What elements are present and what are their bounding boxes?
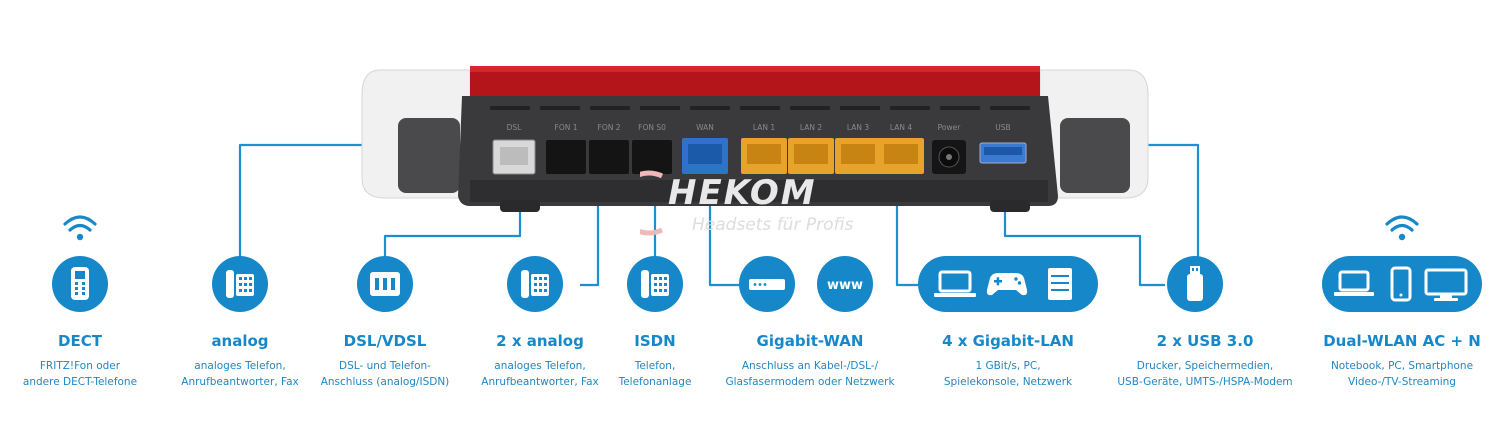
laptop-icon — [1334, 270, 1374, 296]
item-title: DECT — [58, 332, 102, 350]
item-title: analog — [211, 332, 269, 350]
watermark-tagline: Headsets für Profis — [692, 215, 853, 235]
item-title: 2 x USB 3.0 — [1156, 332, 1254, 350]
connector-wan — [708, 198, 740, 287]
www-icon: www — [817, 256, 873, 312]
telephone-icon — [627, 256, 683, 312]
www-text: www — [827, 278, 863, 293]
connector-usb-side — [1140, 143, 1200, 258]
port-label-power: Power — [938, 123, 962, 132]
usb-stick-icon — [1167, 256, 1223, 312]
server-icon — [1048, 268, 1072, 300]
item-title: ISDN — [634, 332, 676, 350]
port-label-wan: WAN — [696, 123, 714, 132]
item-desc: analoges Telefon,Anrufbeantworter, Fax — [481, 360, 599, 388]
watermark-brand: HEKOM — [668, 173, 817, 213]
connector-analog — [238, 143, 388, 258]
connector-lan — [895, 198, 920, 287]
port-label-lan2: LAN 2 — [800, 123, 822, 132]
item-title: 2 x analog — [496, 332, 584, 350]
item-desc: Anschluss an Kabel-/DSL-/Glasfasermodem … — [725, 360, 895, 388]
gamepad-icon — [986, 273, 1028, 296]
port-label-lan3: LAN 3 — [847, 123, 869, 132]
item-title: DSL/VDSL — [343, 332, 427, 350]
port-label-fons0: FON S0 — [638, 123, 666, 132]
smartphone-icon — [1390, 266, 1412, 302]
modem-icon — [739, 256, 795, 312]
item-title: 4 x Gigabit-LAN — [942, 332, 1074, 350]
lan-devices-pill — [918, 256, 1098, 312]
wifi-icon — [63, 215, 97, 241]
connector-usb-back — [1003, 205, 1165, 287]
port-label-fon1: FON 1 — [555, 123, 578, 132]
dect-phone-icon — [52, 256, 108, 312]
telephone-icon — [507, 256, 563, 312]
item-title: Dual-WLAN AC + N — [1323, 332, 1481, 350]
port-label-usb: USB — [995, 123, 1010, 132]
telephone-icon — [212, 256, 268, 312]
wlan-devices-pill — [1322, 256, 1482, 312]
port-label-lan1: LAN 1 — [753, 123, 775, 132]
item-title: Gigabit-WAN — [756, 332, 864, 350]
wifi-icon — [1385, 215, 1419, 241]
port-label-fon2: FON 2 — [598, 123, 621, 132]
port-label-lan4: LAN 4 — [890, 123, 912, 132]
connector-2x-analog — [580, 198, 600, 287]
laptop-icon — [934, 270, 976, 297]
item-desc: Telefon,Telefonanlage — [618, 360, 692, 388]
connector-dsl — [383, 198, 522, 258]
item-desc: 1 GBit/s, PC,Spielekonsole, Netzwerk — [943, 360, 1073, 388]
port-label-dsl: DSL — [507, 123, 523, 132]
dsl-socket-icon — [357, 256, 413, 312]
item-desc: Drucker, Speichermedien,USB-Geräte, UMTS… — [1117, 360, 1293, 388]
watermark-logo: HEKOM Headsets für Profis — [640, 170, 853, 236]
item-desc: analoges Telefon,Anrufbeantworter, Fax — [181, 360, 299, 388]
monitor-icon — [1424, 268, 1468, 301]
item-desc: DSL- und Telefon-Anschluss (analog/ISDN) — [320, 360, 450, 388]
